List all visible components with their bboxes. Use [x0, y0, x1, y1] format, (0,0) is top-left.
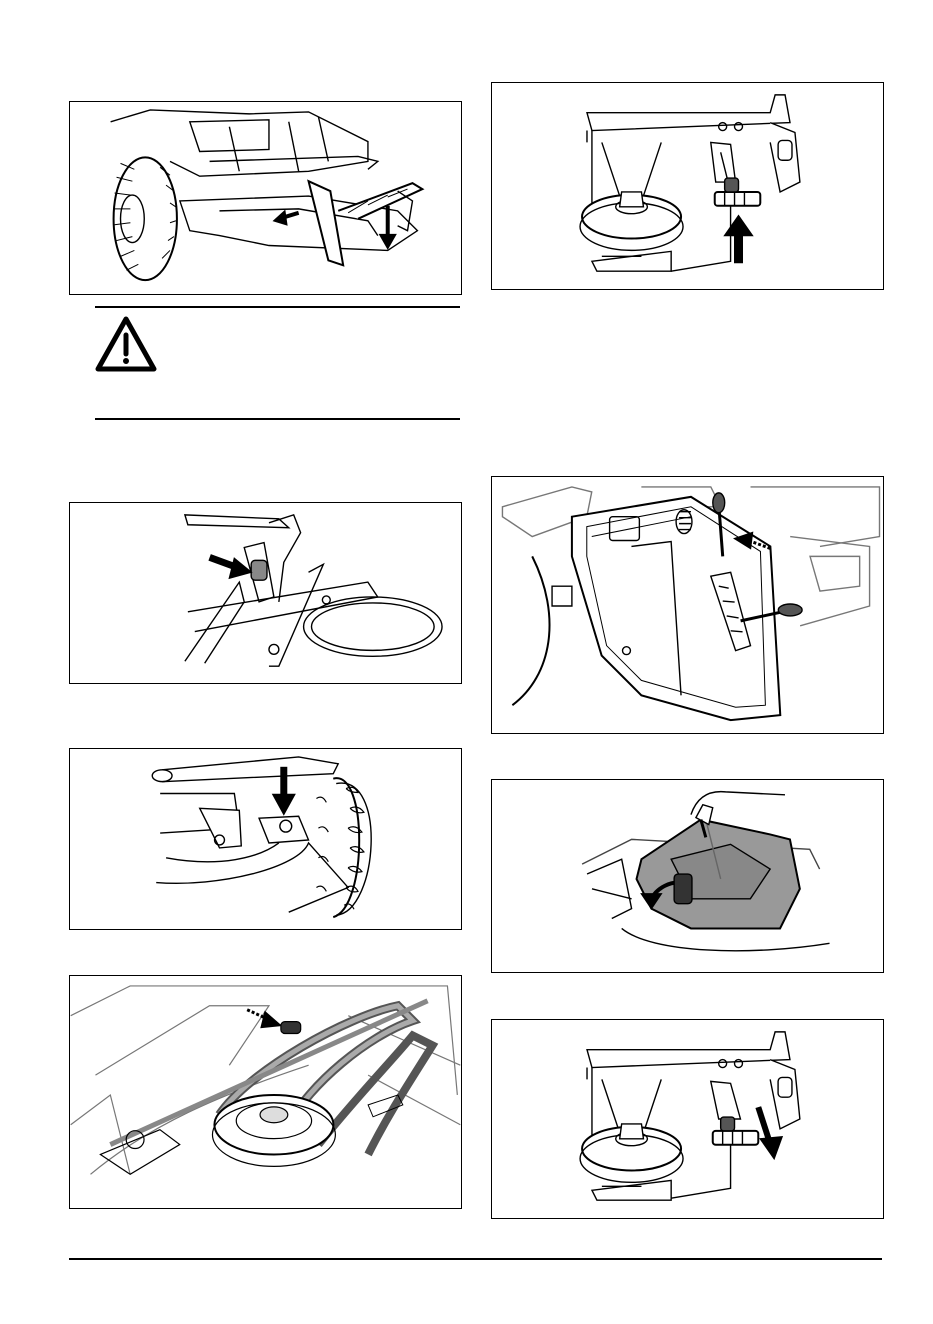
fig-belt-pulley	[69, 975, 462, 1209]
footer-rule	[69, 1258, 882, 1260]
fig-cutting-height-lever	[491, 476, 884, 734]
warning-triangle-icon	[95, 316, 157, 372]
fig-pulley-tensioner-down	[491, 1019, 884, 1219]
warning-top-rule	[95, 306, 460, 308]
warning-bottom-rule	[95, 418, 460, 420]
fig-deck-pin-front	[69, 748, 462, 930]
fig-tractor-deck-lever	[69, 101, 462, 295]
fig-deck-pin-side	[69, 502, 462, 684]
fig-belt-cover-removal	[491, 779, 884, 973]
fig-pulley-tensioner-up	[491, 82, 884, 290]
